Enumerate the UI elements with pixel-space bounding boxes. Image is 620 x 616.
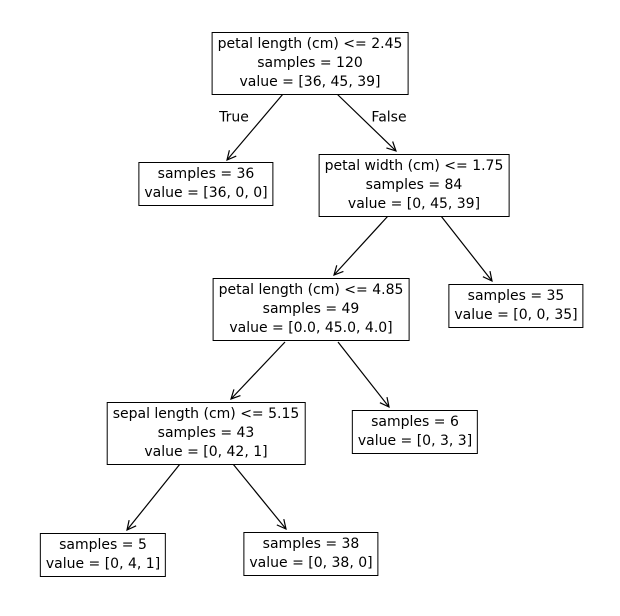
edge-petal-length-to-sepal-length [230,341,286,400]
tree-node-petal-width: petal width (cm) <= 1.75 samples = 84 va… [318,154,510,217]
edge-petal-width-to-leaf35 [440,215,493,283]
tree-node-leaf36: samples = 36 value = [36, 0, 0] [138,162,274,206]
edge-petal-length-to-leaf6 [337,341,390,409]
class-value: value = [0, 3, 3] [357,433,473,449]
tree-node-leaf35: samples = 35 value = [0, 0, 35] [448,284,584,328]
class-value: value = [0, 45, 39] [347,196,481,212]
class-value: value = [0, 42, 1] [144,444,268,460]
samples-count: samples = 5 [59,537,147,553]
tree-node-petal-length-485: petal length (cm) <= 4.85 samples = 49 v… [212,278,410,341]
samples-count: samples = 49 [262,301,360,317]
samples-count: samples = 35 [467,288,565,304]
edge-petal-width-to-petal-length [333,215,389,276]
tree-node-leaf5: samples = 5 value = [0, 4, 1] [39,533,167,577]
edge-label-true: True [219,109,249,126]
class-value: value = [36, 0, 0] [144,185,268,201]
tree-node-sepal-length-515: sepal length (cm) <= 5.15 samples = 43 v… [106,402,306,465]
edge-sepal-length-to-leaf5 [126,463,181,532]
samples-count: samples = 84 [365,177,463,193]
class-value: value = [0, 4, 1] [45,556,161,572]
edge-sepal-length-to-leaf38 [232,463,287,531]
split-condition: petal length (cm) <= 2.45 [217,36,403,52]
class-value: value = [0, 38, 0] [249,555,373,571]
tree-node-root: petal length (cm) <= 2.45 samples = 120 … [211,32,409,95]
tree-node-leaf38: samples = 38 value = [0, 38, 0] [243,532,379,576]
edge-label-false: False [371,109,407,126]
split-condition: sepal length (cm) <= 5.15 [112,406,300,422]
samples-count: samples = 36 [157,166,255,182]
edge-root-to-petal-width-false [336,93,397,152]
split-condition: petal width (cm) <= 1.75 [324,158,504,174]
class-value: value = [0, 0, 35] [454,307,578,323]
class-value: value = [36, 45, 39] [239,74,381,90]
samples-count: samples = 120 [257,55,363,71]
split-condition: petal length (cm) <= 4.85 [218,282,404,298]
tree-node-leaf6: samples = 6 value = [0, 3, 3] [351,410,479,454]
samples-count: samples = 6 [371,414,459,430]
edge-root-to-leaf36-true [226,93,284,162]
samples-count: samples = 38 [262,536,360,552]
class-value: value = [0.0, 45.0, 4.0] [229,320,393,336]
samples-count: samples = 43 [157,425,255,441]
